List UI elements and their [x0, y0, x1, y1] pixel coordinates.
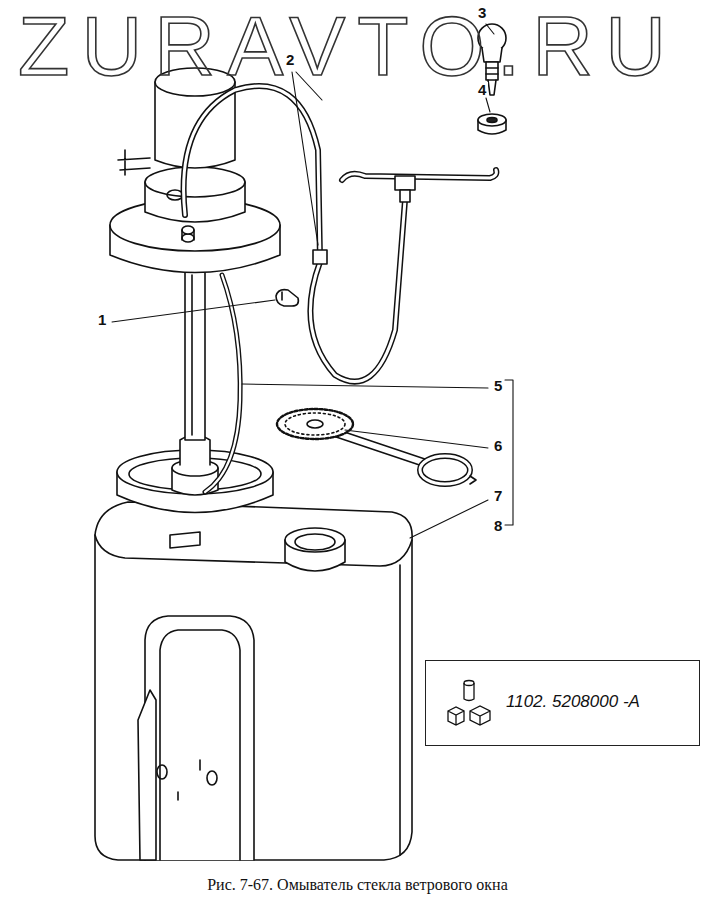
callout-number: 3 — [476, 5, 488, 20]
kit-icon — [444, 677, 494, 727]
callout-number: 2 — [284, 52, 296, 67]
leader-lines — [112, 24, 513, 538]
figure-caption: Рис. 7-67. Омыватель стекла ветрового ок… — [207, 876, 508, 894]
watermark: ZURAVTO.RU — [18, 4, 678, 88]
filler-neck — [285, 528, 345, 571]
strainer — [277, 409, 476, 484]
callout-number: 1 — [96, 312, 108, 327]
part-number: 1102. 5208000 -A — [506, 693, 640, 710]
callout-number: 5 — [492, 378, 504, 393]
part-number-box: 1102. 5208000 -A — [425, 660, 700, 746]
pressure-hose — [184, 86, 320, 260]
reservoir-tank — [95, 502, 412, 860]
callout-number: 6 — [492, 438, 504, 453]
tee-fitting — [342, 170, 496, 202]
pump-tube — [172, 270, 218, 495]
callout-number: 8 — [492, 518, 504, 533]
seal-washer — [478, 114, 506, 134]
callout-number: 4 — [476, 82, 488, 97]
hose-clip — [276, 290, 298, 306]
pump-motor — [110, 68, 280, 273]
callout-number: 7 — [492, 488, 504, 503]
